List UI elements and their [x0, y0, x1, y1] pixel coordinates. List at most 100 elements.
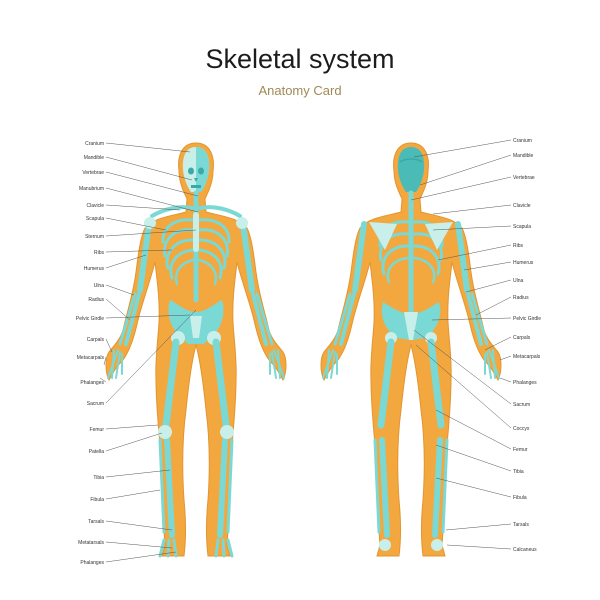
back-label-humerus: Humerus: [513, 260, 534, 266]
back-leader-line: [431, 317, 512, 321]
front-label-vertebrae: Vertebrae: [82, 170, 104, 176]
back-label-tibia: Tibia: [513, 469, 524, 475]
back-leader-line: [445, 523, 512, 531]
front-label-humerus: Humerus: [84, 266, 105, 272]
front-label-patella: Patella: [89, 449, 105, 455]
front-leader-line: [105, 254, 147, 269]
back-leader-line: [484, 336, 512, 351]
back-leader-line: [419, 154, 512, 186]
front-label-phalanges: Phalanges: [80, 560, 104, 566]
back-leader-line: [413, 329, 512, 405]
front-leader-line: [99, 377, 107, 383]
front-leader-line: [105, 338, 113, 353]
back-leader-line: [463, 261, 512, 271]
front-leader-line: [105, 249, 173, 253]
back-label-carpals: Carpals: [513, 335, 531, 341]
back-label-femur: Femur: [513, 447, 528, 453]
back-leader-line: [415, 344, 512, 429]
front-leader-line: [105, 142, 191, 153]
front-label-metatarsals: Metatarsals: [78, 540, 104, 546]
back-label-radius: Radius: [513, 295, 529, 301]
front-label-carpals: Carpals: [87, 337, 105, 343]
back-label-calcaneus: Calcaneus: [513, 547, 537, 553]
front-leader-line: [105, 469, 171, 478]
front-label-fibula: Fibula: [90, 497, 104, 503]
back-label-clavicle: Clavicle: [513, 203, 531, 209]
back-leader-line: [499, 377, 512, 383]
front-label-radius: Radius: [88, 297, 104, 303]
back-view-figure: [320, 142, 502, 557]
front-leader-line: [105, 298, 131, 321]
back-scapulae: [369, 222, 453, 250]
back-leader-line: [437, 244, 512, 261]
page-subtitle: Anatomy Card: [258, 83, 342, 98]
front-label-sternum: Sternum: [85, 234, 104, 240]
back-skull: [397, 147, 425, 192]
back-leader-line: [410, 176, 512, 201]
front-leader-line: [105, 171, 199, 197]
back-leg-bones: [373, 338, 449, 538]
front-leader-line: [105, 204, 181, 211]
front-label-metacarpals: Metacarpals: [77, 355, 105, 361]
back-leader-line: [499, 355, 512, 361]
front-leg-bones: [158, 338, 234, 558]
front-view-figure: [105, 142, 287, 558]
front-label-ribs: Ribs: [94, 250, 105, 256]
front-label-phalanges: Phalanges: [80, 380, 104, 386]
front-pelvis: [168, 300, 224, 345]
back-label-tarsals: Tarsals: [513, 522, 529, 528]
back-leader-line: [475, 296, 512, 316]
page-title: Skeletal system: [205, 44, 395, 74]
back-label-vertebrae: Vertebrae: [513, 175, 535, 181]
back-leader-line: [465, 279, 512, 293]
front-arm-bones: [107, 221, 285, 379]
front-leader-line: [105, 156, 193, 181]
front-leader-line: [103, 356, 107, 366]
back-leader-line: [413, 139, 512, 158]
front-label-sacrum: Sacrum: [87, 401, 104, 407]
back-heels: [379, 539, 443, 551]
back-leader-line: [435, 409, 512, 450]
front-leader-line: [105, 424, 159, 430]
front-leader-line: [105, 432, 163, 452]
front-label-tarsals: Tarsals: [88, 519, 104, 525]
front-label-clavicle: Clavicle: [86, 203, 104, 209]
front-knees: [158, 425, 234, 439]
front-leader-line: [105, 551, 177, 563]
front-labels: CraniumMandibleVertebraeManubriumClavicl…: [76, 141, 199, 566]
front-leader-line: [105, 284, 135, 296]
back-leader-line: [432, 225, 512, 231]
front-leader-line: [105, 314, 191, 319]
front-leader-line: [105, 187, 199, 213]
back-labels: CraniumMandibleVertebraeClavicleScapulaR…: [410, 138, 541, 553]
back-leader-line: [446, 544, 512, 550]
back-label-scapula: Scapula: [513, 224, 531, 230]
front-skull: [182, 147, 210, 192]
front-leader-line: [105, 229, 197, 237]
front-leader-line: [105, 541, 173, 549]
back-label-coccyx: Coccyx: [513, 426, 530, 432]
back-label-metacarpals: Metacarpals: [513, 354, 541, 360]
back-label-ribs: Ribs: [513, 243, 524, 249]
back-leader-line: [432, 204, 512, 215]
back-label-cranium: Cranium: [513, 138, 532, 144]
back-leader-line: [435, 444, 512, 472]
back-leader-line: [435, 477, 512, 498]
back-label-ulna: Ulna: [513, 278, 524, 284]
front-label-ulna: Ulna: [94, 283, 105, 289]
front-leader-line: [105, 520, 173, 531]
front-label-mandible: Mandible: [84, 155, 105, 161]
back-label-pelvic-girdle: Pelvic Girdle: [513, 316, 541, 322]
back-label-sacrum: Sacrum: [513, 402, 530, 408]
back-label-mandible: Mandible: [513, 153, 534, 159]
front-label-pelvic-girdle: Pelvic Girdle: [76, 316, 104, 322]
front-leader-line: [105, 217, 167, 231]
front-label-femur: Femur: [90, 427, 105, 433]
front-label-cranium: Cranium: [85, 141, 104, 147]
front-label-tibia: Tibia: [93, 475, 104, 481]
back-label-fibula: Fibula: [513, 495, 527, 501]
front-label-manubrium: Manubrium: [79, 186, 104, 192]
front-label-scapula: Scapula: [86, 216, 104, 222]
back-label-phalanges: Phalanges: [513, 380, 537, 386]
